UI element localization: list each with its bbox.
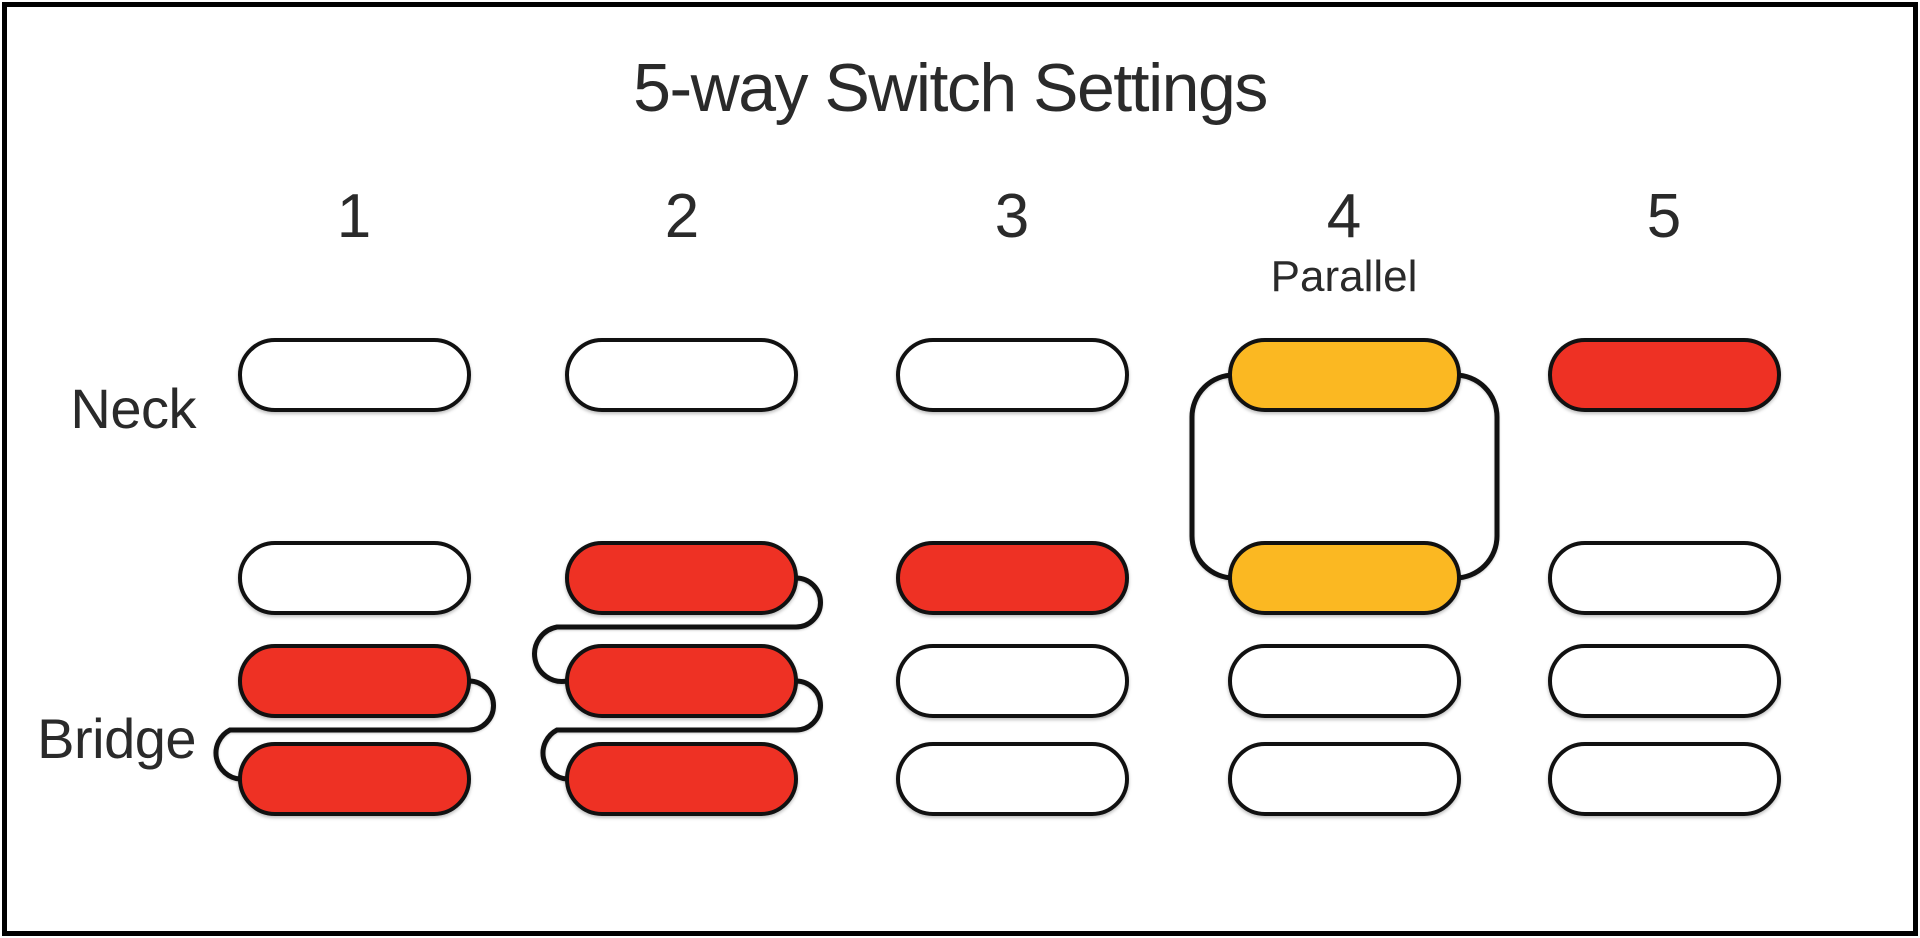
- bridge-coil-1: [1228, 541, 1461, 615]
- bridge-coil-3: [565, 742, 798, 816]
- neck-pickup: [896, 338, 1129, 412]
- bridge-coil-3: [238, 742, 471, 816]
- setting-4: [1189, 338, 1500, 816]
- bridge-coil-3: [1548, 742, 1781, 816]
- bridge-coil-3: [1228, 742, 1461, 816]
- neck-pickup: [238, 338, 471, 412]
- series-connection-wire: [532, 575, 823, 684]
- bridge-coil-3: [896, 742, 1129, 816]
- bridge-coil-2: [238, 644, 471, 718]
- bridge-coil-2: [1228, 644, 1461, 718]
- bridge-coil-2: [565, 644, 798, 718]
- bridge-coil-1: [565, 541, 798, 615]
- setting-5: [1548, 338, 1781, 816]
- setting-5-number: 5: [1646, 182, 1682, 251]
- neck-pickup: [565, 338, 798, 412]
- setting-4-sublabel: Parallel: [1270, 252, 1418, 301]
- bridge-row-label: Bridge: [37, 707, 196, 770]
- neck-pickup: [1228, 338, 1461, 412]
- setting-2: [532, 338, 823, 816]
- bridge-coil-1: [238, 541, 471, 615]
- setting-1-number: 1: [336, 182, 372, 251]
- setting-1: [213, 338, 496, 816]
- series-connection-wire: [540, 678, 823, 782]
- bridge-coil-1: [896, 541, 1129, 615]
- bridge-coil-2: [1548, 644, 1781, 718]
- neck-row-label: Neck: [70, 377, 196, 440]
- bridge-coil-2: [896, 644, 1129, 718]
- setting-3: [896, 338, 1129, 816]
- setting-4-number: 4: [1326, 182, 1362, 251]
- setting-3-number: 3: [994, 182, 1030, 251]
- neck-pickup: [1548, 338, 1781, 412]
- series-connection-wire: [213, 678, 496, 782]
- bridge-coil-1: [1548, 541, 1781, 615]
- setting-2-number: 2: [664, 182, 700, 251]
- diagram-title: 5-way Switch Settings: [633, 50, 1268, 126]
